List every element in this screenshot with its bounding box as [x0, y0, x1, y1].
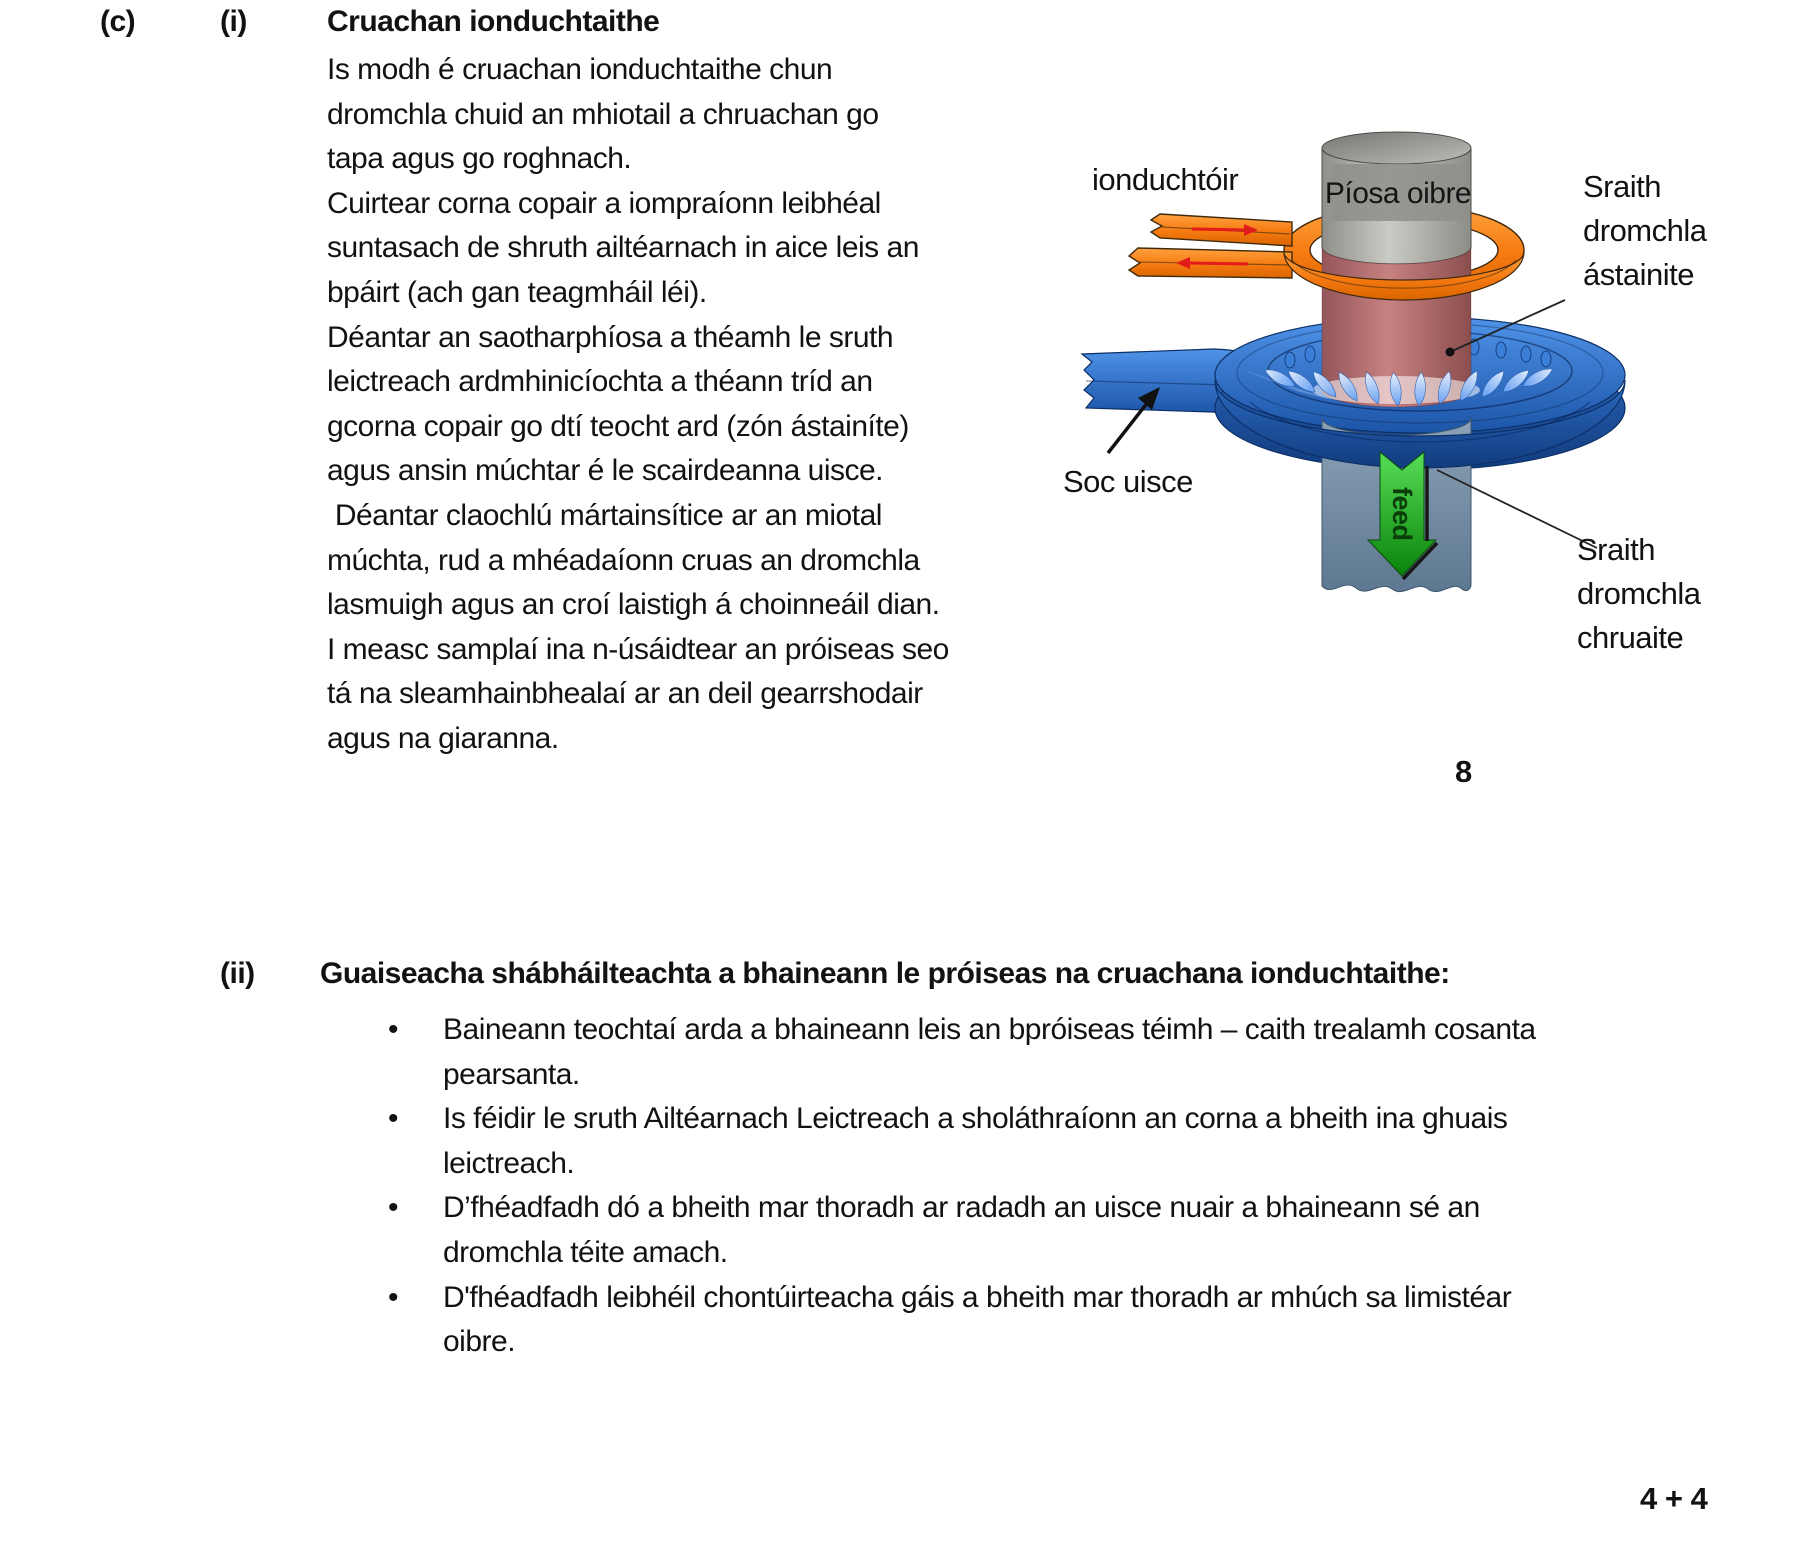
- svg-text:Sraith: Sraith: [1583, 169, 1661, 204]
- section1-body-paragraph: Is modh é cruachan ionduchtaithe chun dr…: [327, 53, 949, 755]
- list-item: • Is féidir le sruth Ailtéarnach Leictre…: [388, 1097, 1648, 1186]
- induction-hardening-diagram: Píosa oibre: [1063, 131, 1708, 655]
- bullet-text: Is féidir le sruth Ailtéarnach Leictreac…: [443, 1102, 1508, 1180]
- bullet-text: D'fhéadfadh leibhéil chontúirteacha gáis…: [443, 1280, 1512, 1359]
- inductor-coil-front: [1283, 251, 1525, 301]
- current-arrow-left-icon: [1176, 257, 1249, 269]
- list-item: • D'fhéadfadh leibhéil chontúirteacha gá…: [388, 1276, 1648, 1365]
- current-arrow-right-icon: [1191, 224, 1258, 236]
- austenite-pointer-line: [1445, 299, 1566, 357]
- list-item: • Baineann teochtaí arda a bhaineann lei…: [388, 1008, 1648, 1097]
- marks-part-i: 8: [1455, 754, 1472, 789]
- svg-text:Sraith: Sraith: [1577, 532, 1655, 567]
- bullet-icon: •: [388, 1013, 399, 1046]
- svg-text:ástainite: ástainite: [1583, 257, 1694, 292]
- ring-front-edge-line: [1249, 401, 1591, 443]
- bullet-text: Baineann teochtaí arda a bhaineann leis …: [443, 1013, 1536, 1091]
- workpiece-label-box: [1331, 164, 1465, 221]
- item-label-ii: (ii): [220, 957, 255, 990]
- item-label-i: (i): [220, 5, 247, 38]
- safety-bullet-list: • Baineann teochtaí arda a bhaineann lei…: [388, 1008, 1648, 1365]
- marks-part-ii: 4 + 4: [1640, 1481, 1708, 1516]
- quench-ring-front-band: [1214, 379, 1626, 469]
- bullet-icon: •: [388, 1191, 399, 1225]
- section2-heading: Guaiseacha shábháilteachta a bhaineann l…: [320, 957, 1450, 990]
- workpiece-label: Píosa oibre: [1325, 177, 1471, 210]
- feed-arrow: feed: [1366, 450, 1439, 581]
- inductor-label: ionduchtóir: [1092, 162, 1238, 197]
- part-label: (c): [100, 5, 136, 38]
- water-spray: [1238, 363, 1574, 408]
- feed-label: feed: [1387, 487, 1417, 541]
- coil-front-edge-line: [1291, 259, 1517, 289]
- bullet-icon: •: [388, 1102, 399, 1136]
- workpiece-top-face: [1321, 131, 1472, 165]
- water-jet-label: Soc uisce: [1063, 464, 1193, 499]
- list-item: • D’fhéadfadh dó a bheith mar thoradh ar…: [388, 1186, 1648, 1275]
- svg-text:dromchla: dromchla: [1577, 576, 1702, 611]
- water-jet-arrow: [1106, 387, 1160, 455]
- bullet-icon: •: [388, 1280, 399, 1314]
- austenite-layer-label: Sraith dromchla ástainite: [1583, 169, 1708, 292]
- svg-text:chruaite: chruaite: [1577, 620, 1683, 655]
- section1-heading: Cruachan ionduchtaithe: [327, 5, 660, 38]
- hardened-layer-label: Sraith dromchla chruaite: [1577, 532, 1702, 655]
- svg-text:dromchla: dromchla: [1583, 213, 1708, 248]
- hardened-pointer-line: [1436, 469, 1598, 549]
- bullet-text: D’fhéadfadh dó a bheith mar thoradh ar r…: [443, 1191, 1480, 1269]
